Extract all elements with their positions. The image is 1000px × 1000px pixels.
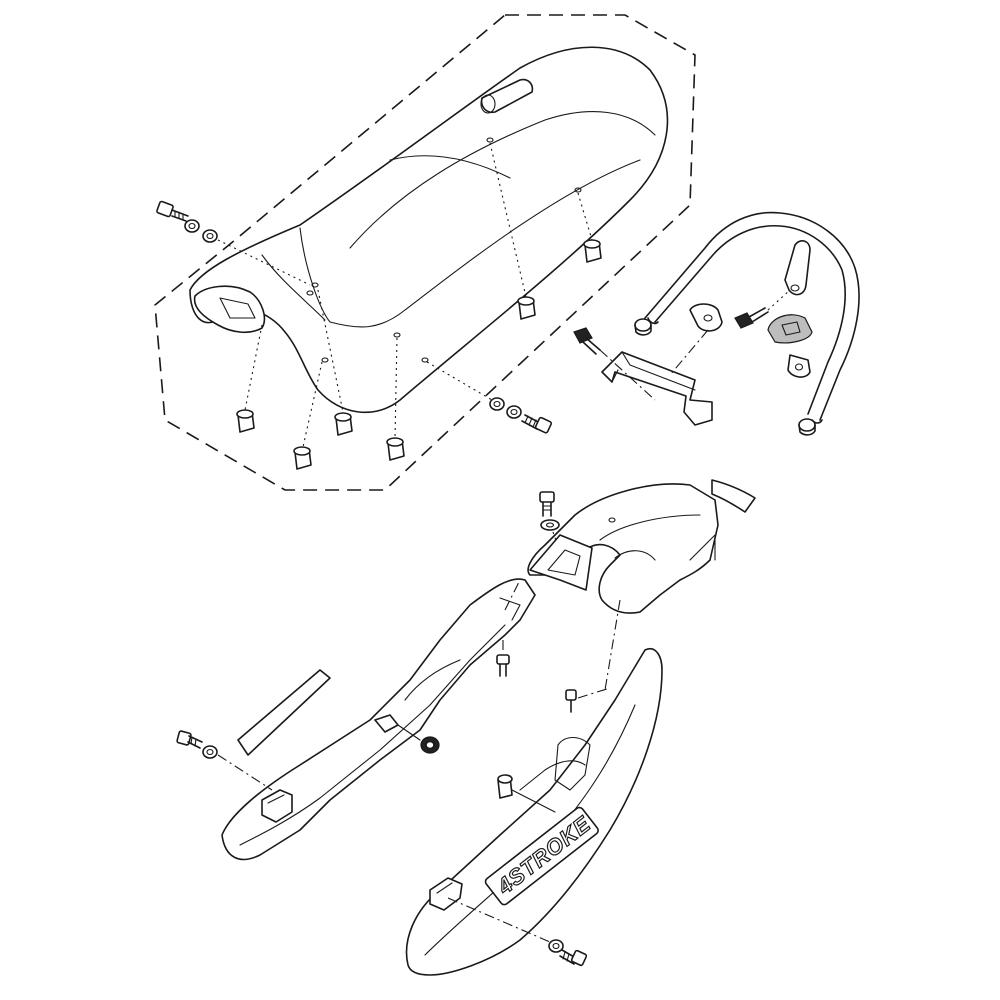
washer-upper-1 <box>184 219 200 233</box>
rubber-damper-6 <box>583 239 602 263</box>
rail-mount-bracket <box>601 351 713 426</box>
washer-upper-2 <box>202 229 218 243</box>
seat <box>189 46 669 414</box>
left-cover-washer <box>202 745 218 759</box>
left-cover-screw <box>496 654 510 677</box>
seat-assembly-boundary <box>154 14 696 491</box>
rubber-damper-4 <box>386 437 405 461</box>
grab-rail-bolt-left <box>573 327 601 355</box>
clip-nut <box>767 314 813 344</box>
right-cover-screw <box>565 689 577 713</box>
washer-lower-1 <box>489 397 505 411</box>
right-cover-washer <box>548 939 564 953</box>
left-side-cover-assembly <box>176 578 536 861</box>
rubber-damper-2 <box>293 446 312 470</box>
reflector-plate <box>711 479 756 513</box>
grab-rail-bolt-right <box>734 307 769 329</box>
grab-rail-end-cap-rear <box>798 418 816 436</box>
right-cover-grommet <box>497 774 513 799</box>
left-cover-decal-strip <box>237 669 331 756</box>
left-side-cover <box>221 578 536 861</box>
rubber-damper-3 <box>334 412 353 436</box>
rear-fender-assembly <box>527 479 756 614</box>
seat-bolt-upper <box>156 200 189 222</box>
right-cover-bolt <box>559 949 588 967</box>
rubber-damper-5 <box>517 296 536 320</box>
seat-assembly <box>154 14 696 491</box>
grab-rail <box>644 211 860 424</box>
seat-bolt-lower <box>521 414 553 434</box>
right-side-cover <box>405 648 663 976</box>
fender-bolt <box>539 491 555 517</box>
left-cover-bolt <box>176 730 203 749</box>
washer-lower-2 <box>506 405 522 419</box>
grab-rail-end-cap-front <box>634 318 652 336</box>
fender-bracket <box>529 534 593 591</box>
left-cover-grommet <box>420 736 440 754</box>
right-side-cover-assembly: 4STROKE <box>405 648 663 976</box>
fender-washer <box>540 519 560 531</box>
grab-rail-assembly <box>573 211 860 436</box>
rubber-damper-1 <box>236 409 255 433</box>
